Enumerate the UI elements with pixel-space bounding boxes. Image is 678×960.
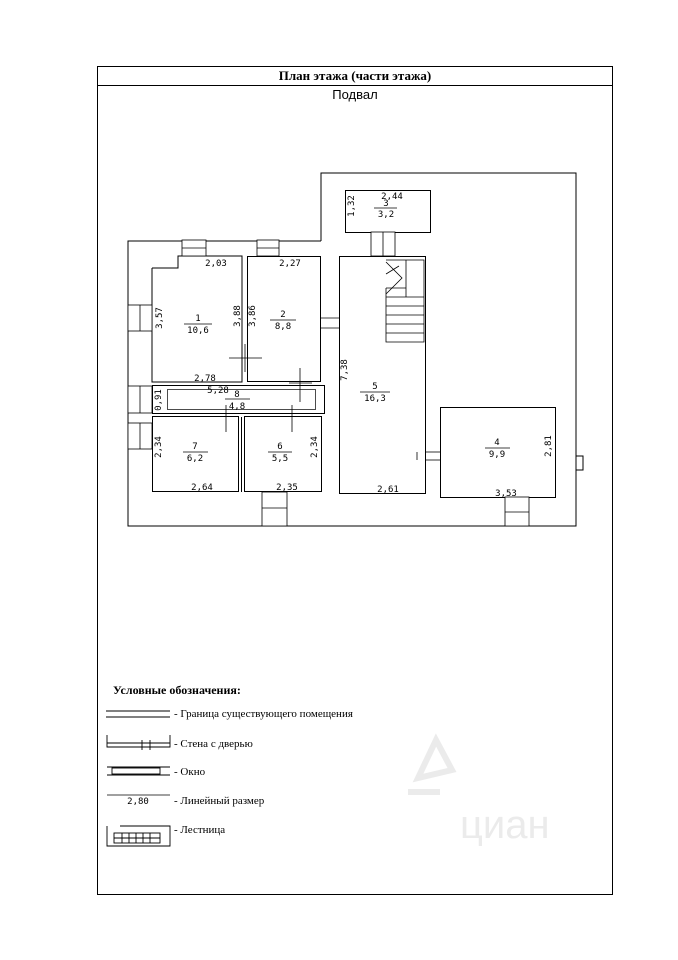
wall-with-door-icon: [106, 735, 171, 750]
room-8-area: 4,8: [229, 402, 245, 412]
door-marks: [225, 317, 441, 461]
window-icon: [107, 766, 170, 776]
sheet-frame: [97, 66, 613, 895]
legend: Условные обозначения: - Граница существу…: [106, 683, 353, 847]
room-8: [152, 385, 325, 414]
legend-item-stairs: - Лестница: [174, 824, 225, 836]
room-2: [247, 256, 321, 382]
window-room4-bottom: [504, 496, 530, 527]
room-1-area: 10,6: [187, 326, 209, 336]
dim-r7-left: 2,34: [154, 436, 164, 458]
dim-r2-left: 3,86: [248, 305, 258, 327]
dim-r7-bottom: 2,64: [191, 483, 213, 493]
dim-r4-bottom: 3,53: [495, 489, 517, 499]
room-6-number: 6: [277, 442, 282, 452]
dimension-labels: 2,03 2,78 3,57 3,88 2,27 3,86 2,44 1,32 …: [154, 192, 554, 499]
openings: [127, 231, 530, 527]
window-room6-bottom: [261, 491, 288, 527]
dim-r5-bottom: 2,61: [377, 485, 399, 495]
watermark: циан: [408, 733, 550, 847]
room-4-area: 9,9: [489, 450, 505, 460]
room-boundary-icon: [106, 710, 170, 718]
room-4-number: 4: [494, 438, 499, 448]
dim-r8-top: 5,28: [207, 386, 229, 396]
floor-name: Подвал: [332, 87, 377, 102]
dim-r3-left: 1,32: [347, 195, 357, 217]
legend-dimension-sample: 2,80: [127, 797, 149, 807]
watermark-text: циан: [460, 803, 550, 847]
room-2-number: 2: [280, 310, 285, 320]
room-3-area: 3,2: [378, 210, 394, 220]
dim-r1-right: 3,88: [233, 305, 243, 327]
room-5-area: 16,3: [364, 394, 386, 404]
room-6: [241, 416, 322, 492]
dim-r4-right: 2,81: [544, 435, 554, 457]
room-2-area: 8,8: [275, 322, 291, 332]
page-title: План этажа (части этажа): [279, 68, 431, 83]
room-8-number: 8: [234, 390, 239, 400]
legend-item-door: - Стена с дверью: [174, 738, 253, 750]
dim-r1-left: 3,57: [155, 307, 165, 329]
staircase: [385, 259, 425, 343]
room-3-number: 3: [383, 199, 388, 209]
dim-r5-left: 7,38: [340, 359, 350, 381]
legend-title: Условные обозначения:: [113, 683, 241, 697]
room-7-area: 6,2: [187, 454, 203, 464]
room-5-number: 5: [372, 382, 377, 392]
legend-item-dimension: - Линейный размер: [174, 795, 265, 807]
watermark-logo-icon: [408, 733, 457, 795]
dim-r1-top: 2,03: [205, 259, 227, 269]
legend-item-window: - Окно: [174, 766, 206, 778]
room-1: [151, 255, 243, 383]
room-labels: 1 10,6 2 8,8 3 3,2 4 9,9 5 16,3 6 5,5 7 …: [187, 199, 505, 464]
dim-r8-left: 0,91: [154, 389, 164, 411]
room-7-number: 7: [192, 442, 197, 452]
room-4: [440, 407, 556, 498]
room-5: [339, 256, 426, 494]
dim-r1-bottom: 2,78: [194, 374, 216, 384]
room-7: [152, 416, 239, 492]
linear-dimension-icon: 2,80: [107, 794, 170, 807]
room-1-number: 1: [195, 314, 200, 324]
legend-item-boundary: - Граница существующего помещения: [174, 708, 353, 720]
dim-r6-right: 2,34: [310, 436, 320, 458]
dim-r6-bottom: 2,35: [276, 483, 298, 493]
room-6-area: 5,5: [272, 454, 288, 464]
dim-r3-top: 2,44: [381, 192, 403, 202]
staircase-icon: [106, 825, 171, 847]
building-outline: [127, 172, 584, 527]
dim-r2-top: 2,27: [279, 259, 301, 269]
